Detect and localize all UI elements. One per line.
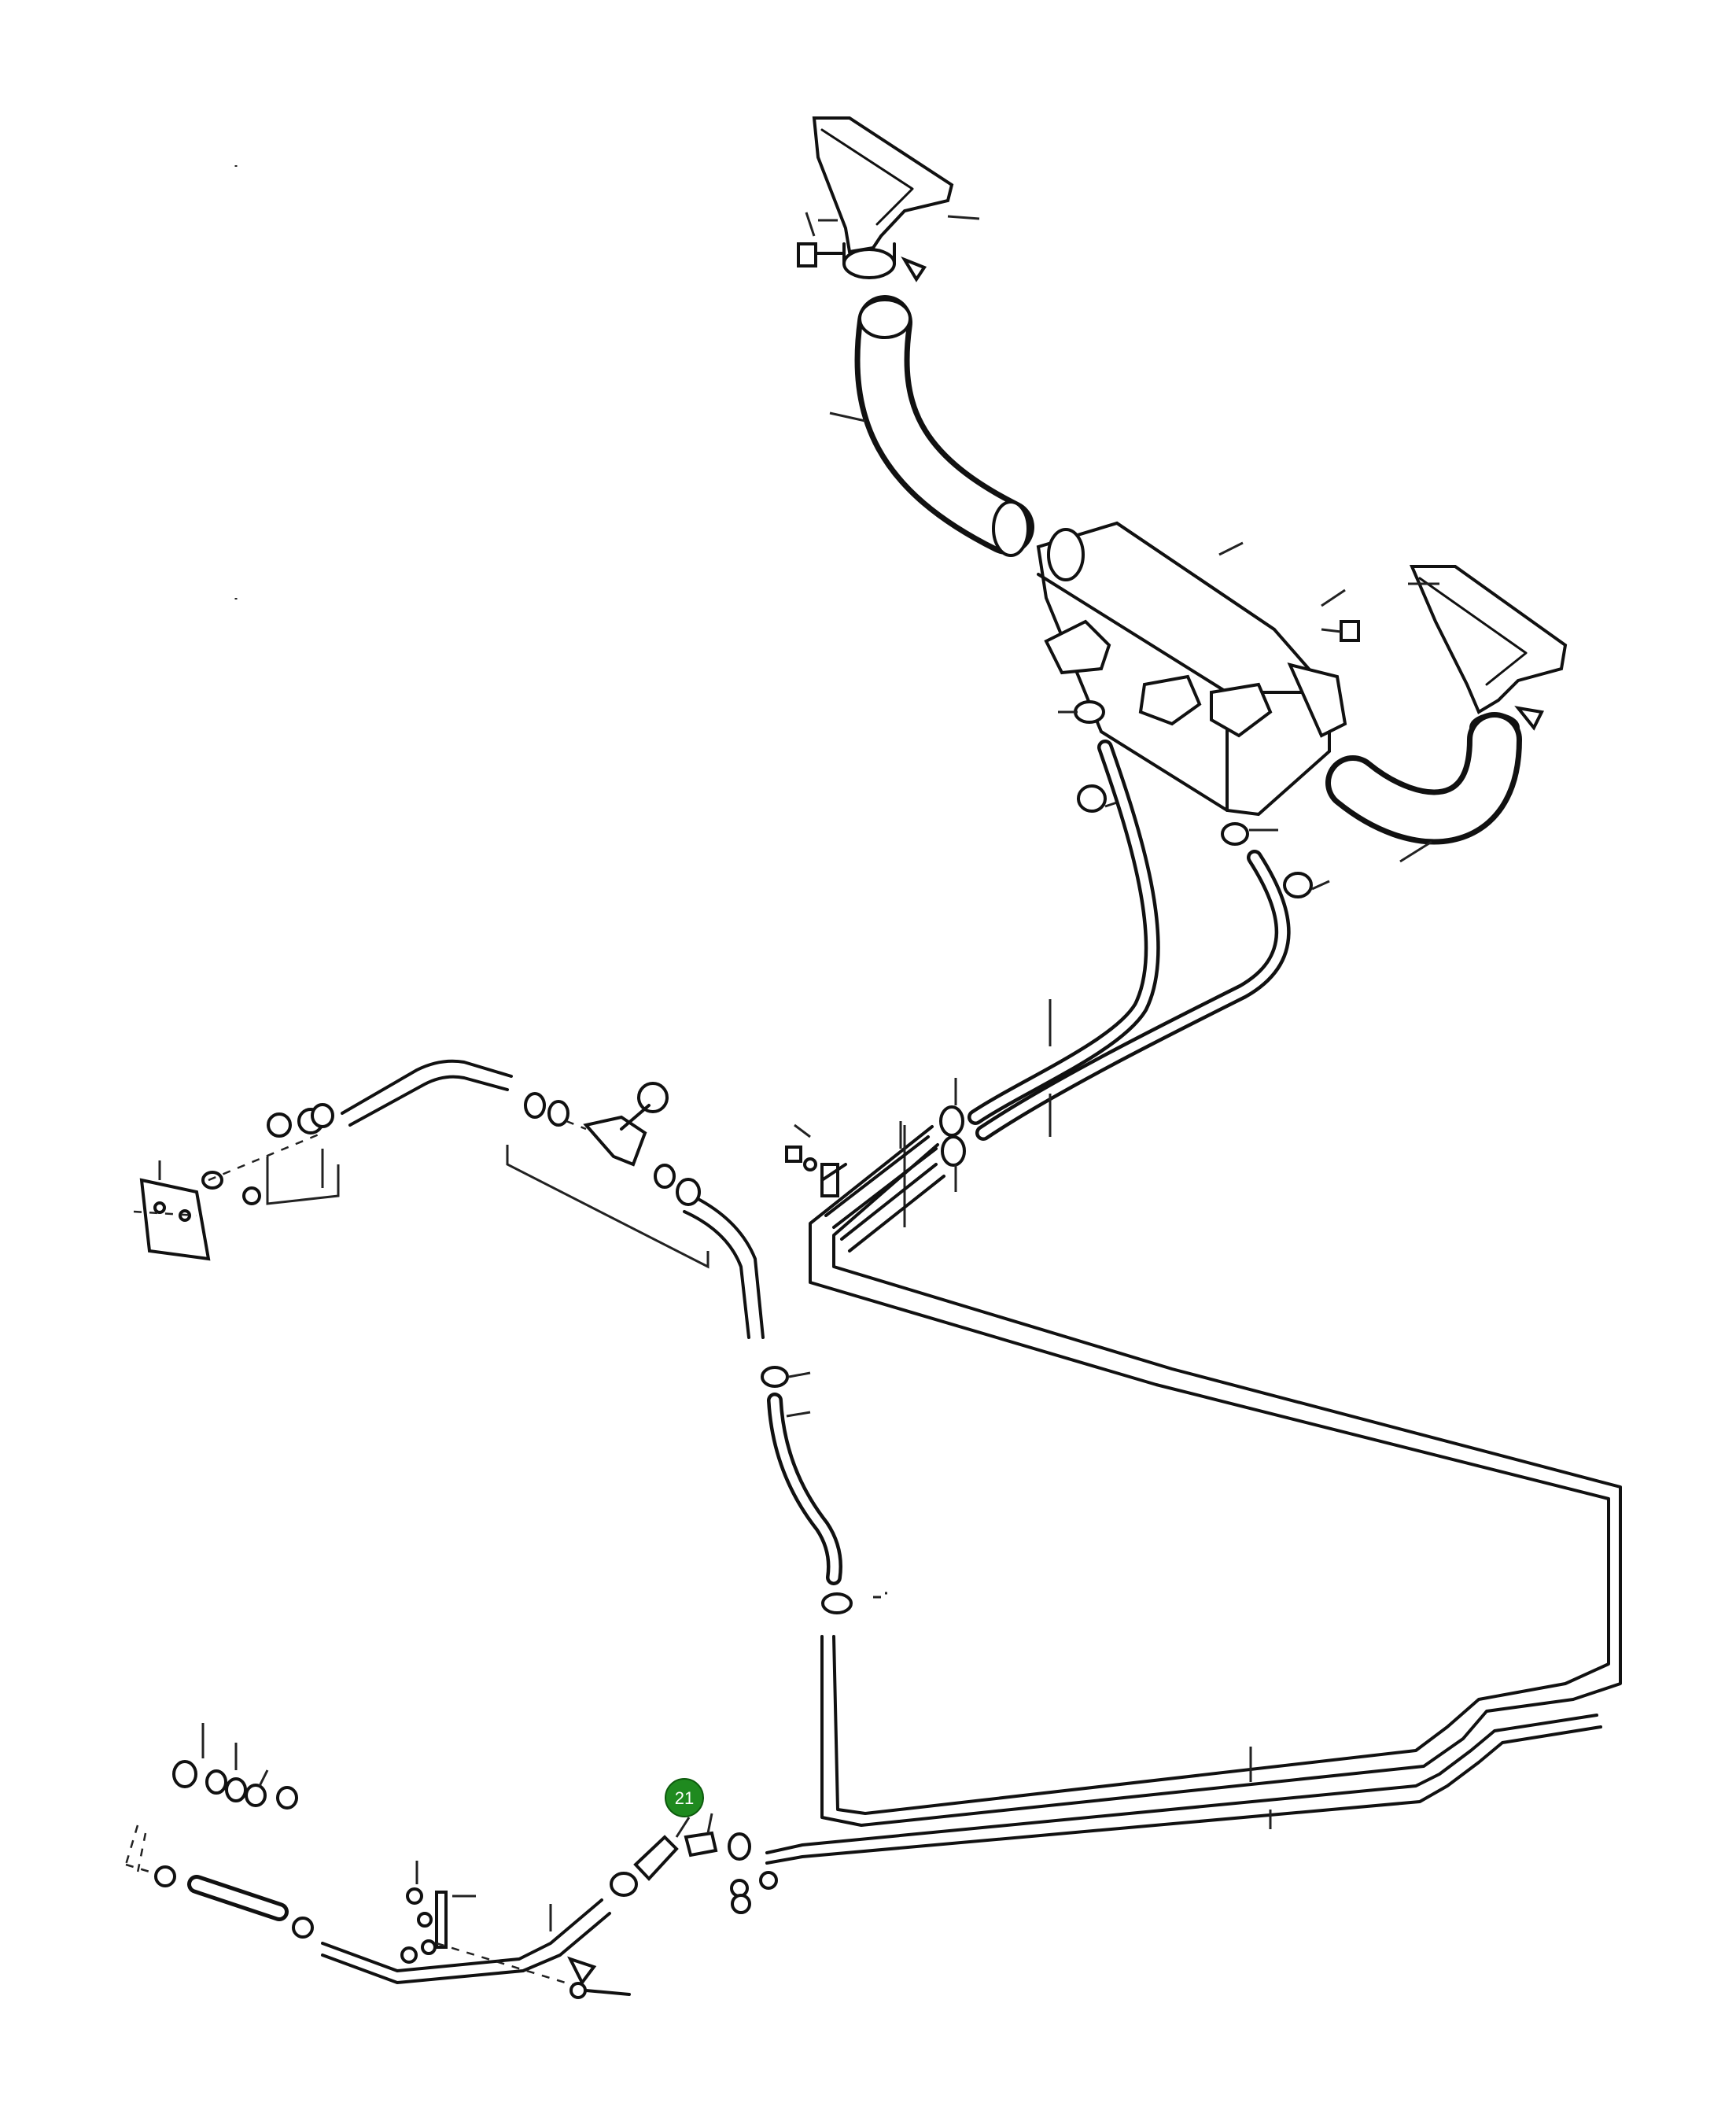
heater-rubber-hoses <box>968 740 1291 1141</box>
short-connector-pipes <box>824 1121 945 1253</box>
callout-badge-21[interactable]: 21 <box>665 1778 704 1817</box>
lower-left-rubber-hose <box>187 1875 314 1939</box>
lower-left-fittings <box>124 1723 298 1887</box>
heater-unit-box <box>1036 521 1347 817</box>
left-corrugated-air-duct <box>829 295 1034 557</box>
heater-control-valve <box>506 1082 710 1269</box>
right-corrugated-air-duct <box>1325 712 1522 863</box>
lower-left-steel-pipe <box>321 1898 611 1984</box>
cover-plate-assembly <box>133 1103 340 1261</box>
screw-top-left <box>797 212 843 267</box>
heater-mount-screw <box>1321 588 1360 642</box>
junction-hose-clamps <box>939 1078 966 1192</box>
left-defroster-nozzle <box>812 116 980 282</box>
misc-leader-marks <box>234 165 887 1595</box>
callout-badge-21-label: 21 <box>675 1788 694 1808</box>
pipe-clip-bracket <box>785 1123 847 1197</box>
pipe-mounting-bracket <box>400 1861 631 1999</box>
middle-rubber-hose <box>761 1366 881 1614</box>
hose-grommets-heater <box>1058 700 1330 898</box>
coolant-pipe-connector <box>610 1813 778 1914</box>
steel-heater-pipes <box>765 1125 1622 1865</box>
upper-left-return-pipe <box>341 1059 765 1339</box>
